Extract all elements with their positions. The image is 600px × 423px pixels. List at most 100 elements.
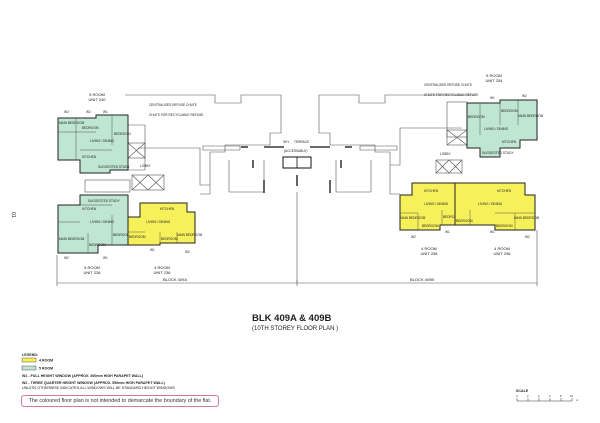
unit-number: UNIT 258 xyxy=(420,251,438,256)
refuse-chute-label-b: CENTRALISED REFUSE CHUTE xyxy=(424,83,472,87)
scale-tick: 8 xyxy=(560,394,562,398)
unit-236-plan: KITCHEN LIVING / DINING BEDROOM BEDROOM … xyxy=(127,202,203,246)
room-label: BEDROOM xyxy=(468,115,485,119)
window-tag: W1 xyxy=(490,230,495,234)
room-label: BEDROOM xyxy=(113,233,130,237)
window-tag: W1 xyxy=(490,96,495,100)
room-label: LIVING / DINING xyxy=(146,220,171,224)
refuse-chute-label-a: CENTRALISED REFUSE CHUTE xyxy=(149,103,197,107)
legend-swatch-4-room xyxy=(21,357,37,363)
accessable-label: (ACCESSABLE) xyxy=(284,149,307,153)
lobby-label-b: LOBBY xyxy=(440,152,452,156)
window-tag: W2 xyxy=(525,235,530,239)
room-label: KITCHEN xyxy=(160,207,175,211)
unit-number: UNIT 238 xyxy=(83,270,101,275)
room-label: BEDROOM xyxy=(443,215,460,219)
terrace-label: TERRACE xyxy=(294,140,309,144)
window-tag: W2 xyxy=(64,110,69,114)
unit-type: 4 ROOM xyxy=(421,246,437,251)
room-label: MAIN BEDROOM xyxy=(59,237,85,241)
unit-256-plan: KITCHEN LIVING / DINING BEDROOM BEDROOM … xyxy=(454,182,540,231)
room-label: SUGGESTED STUDY xyxy=(482,151,515,155)
room-label: BEDROOM xyxy=(161,237,178,241)
room-label: MAIN BEDROOM xyxy=(514,216,540,220)
block-409b-label: BLOCK 409B xyxy=(410,277,434,282)
room-label: MAIN BEDROOM xyxy=(177,233,203,237)
core-outline xyxy=(125,94,475,283)
unit-type: 5 ROOM xyxy=(84,265,100,270)
room-label: BEDROOM xyxy=(129,235,146,239)
window-tag: W2 xyxy=(64,256,69,260)
window-tag: W1 xyxy=(150,248,155,252)
unit-number: UNIT 256 xyxy=(493,251,511,256)
window-tag: W2 xyxy=(185,250,190,254)
room-label: LIVING / DINING xyxy=(424,202,449,206)
window-tag: W1 xyxy=(103,110,108,114)
window-tag: W1 xyxy=(103,256,108,260)
sky-label: SKY xyxy=(283,140,290,144)
window-tag: W2 xyxy=(411,235,416,239)
unit-type: 5 ROOM xyxy=(486,73,502,78)
window-tag: W1 xyxy=(445,230,450,234)
unit-number: UNIT 240 xyxy=(88,97,106,102)
room-label: BEDROOM xyxy=(82,126,99,130)
room-label: BEDROOM xyxy=(501,109,518,113)
room-label: MAIN BEDROOM xyxy=(518,114,544,118)
unit-254-plan: BEDROOM BEDROOM MAIN BEDROOM LIVING / DI… xyxy=(466,99,544,158)
room-label: SUGGESTED STUDY xyxy=(88,199,121,203)
right-core xyxy=(435,101,468,174)
room-label: SUGGESTED STUDY xyxy=(98,165,131,169)
room-label: BEDROOM xyxy=(422,224,439,228)
room-label: LIVING / DINING xyxy=(484,127,509,131)
window-tag: W2 xyxy=(522,94,527,98)
legend-unless: UNLESS OTHERWISE INDICATED,ALL WINDOWS W… xyxy=(22,386,175,390)
legend-w2: W2 - THREE QUARTER HEIGHT WINDOW (APPROX… xyxy=(22,381,166,385)
scale-unit: m xyxy=(576,399,578,402)
room-label: KITCHEN xyxy=(502,140,517,144)
lobby-label-a: LOBBY xyxy=(140,164,152,168)
room-label: LIVING / DINING xyxy=(90,139,115,143)
unit-number: UNIT 254 xyxy=(485,78,503,83)
room-label: LIVING / DINING xyxy=(478,202,503,206)
legend-heading: LEGEND: xyxy=(22,353,38,357)
legend-w1: W1 - FULL HEIGHT WINDOW (APPROX. 300mm H… xyxy=(22,374,144,378)
legend-swatch-5-room xyxy=(21,365,37,371)
unit-240-plan: MAIN BEDROOM BEDROOM BEDROOM LIVING / DI… xyxy=(57,114,131,174)
unit-type: 4 ROOM xyxy=(494,246,510,251)
scale-tick: 6 xyxy=(549,394,551,398)
room-label: BEDROOM xyxy=(114,132,131,136)
unit-238-plan: SUGGESTED STUDY KITCHEN LIVING / DINING … xyxy=(57,194,130,254)
scale-tick: 4 xyxy=(538,394,540,398)
legend-label: 5 ROOM xyxy=(39,367,53,371)
left-core xyxy=(84,124,165,193)
room-label: KITCHEN xyxy=(497,189,512,193)
unit-type: 4 ROOM xyxy=(154,265,170,270)
block-dimension-lines xyxy=(56,230,538,286)
disclaimer-note: The coloured floor plan is not intended … xyxy=(21,395,219,407)
legend-label: 4 ROOM xyxy=(39,359,53,363)
recyclable-label-a: CHUTE FOR RECYCLABLE REFUSE xyxy=(149,113,203,117)
room-label: KITCHEN xyxy=(82,155,97,159)
room-label: BEDROOM xyxy=(456,219,473,223)
unit-number: UNIT 236 xyxy=(153,270,171,275)
room-label: BEDROOM xyxy=(89,243,106,247)
recyclable-label-b: CHUTE FOR RECYCLABLE REFUSE xyxy=(424,93,478,97)
scale-tick: 2 xyxy=(527,394,529,398)
room-label: BEDROOM xyxy=(496,224,513,228)
scale-tick: 10 xyxy=(570,394,573,398)
page-number: 01 xyxy=(10,212,16,218)
block-409a-label: BLOCK 409A xyxy=(163,277,187,282)
window-tag: W2 xyxy=(86,110,91,114)
scale-tick: 0 xyxy=(516,394,518,398)
room-label: KITCHEN xyxy=(424,189,439,193)
scale-bar: SCALE 0 2 4 6 8 10 m xyxy=(516,389,578,402)
unit-258-plan: KITCHEN LIVING / DINING MAIN BEDROOM BED… xyxy=(399,182,460,231)
room-label: LIVING / DINING xyxy=(90,220,115,224)
room-label: KITCHEN xyxy=(82,207,97,211)
room-label: MAIN BEDROOM xyxy=(59,121,85,125)
page-subtitle: (10TH STOREY FLOOR PLAN ) xyxy=(252,326,338,332)
unit-type: 5 ROOM xyxy=(89,92,105,97)
page-title: BLK 409A & 409B xyxy=(252,313,332,324)
room-label: MAIN BEDROOM xyxy=(400,216,426,220)
